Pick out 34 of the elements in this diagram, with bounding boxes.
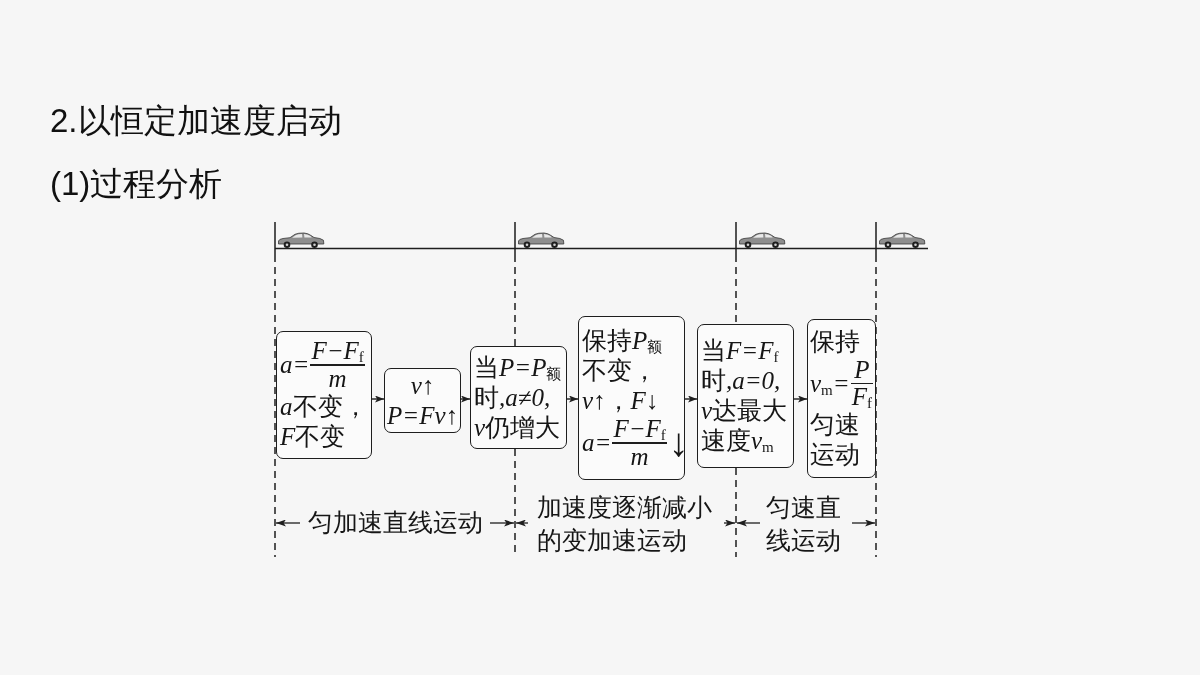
box-text: v↑ [410,370,435,401]
formula-text: v$_{m}$= [810,368,850,399]
process-box [470,346,567,449]
stage-label: 匀速直线运动 [766,493,842,556]
stage-label: 加速度逐渐减小的变加速运动 [537,493,713,556]
arrow [566,395,579,403]
arrow [684,395,698,403]
box-text: P=Fv↑ [387,400,458,431]
stage-label: 匀加速直线运动 [307,508,483,538]
trend-arrow: ↓ [668,421,689,465]
box-text: 保持P$_{额}$不变，v↑，F↓ [582,326,664,417]
formula-text: a= [280,350,310,380]
fraction-numerator: F−F$_{f}$ [612,416,667,443]
box-text: 匀速运动 [810,410,861,471]
process-box [697,324,794,468]
box-text: 保持 [810,326,860,357]
heading: 2.以恒定加速度启动 [50,101,342,141]
box-text: 当F=F$_{f}$时,a=0, v达最大速度v$_{m}$ [701,336,789,456]
arrow [371,395,385,403]
box-text: a不变，F不变 [280,391,368,452]
fraction-numerator: P [853,356,871,383]
subheading: (1)过程分析 [50,164,223,204]
fraction-denominator: F$_{f}$ [850,384,873,411]
arrow [460,395,471,403]
process-box [807,319,876,478]
formula-text: a= [582,428,612,458]
box-text: 当P=P$_{额}$时,a≠0, v仍增大 [474,352,563,443]
process-box [276,331,372,459]
arrow [793,395,808,403]
process-box [578,316,685,480]
fraction-numerator: F−F$_{f}$ [310,338,365,365]
process-box [384,368,461,433]
fraction-denominator: m [327,365,348,392]
fraction-denominator: m [629,443,650,470]
